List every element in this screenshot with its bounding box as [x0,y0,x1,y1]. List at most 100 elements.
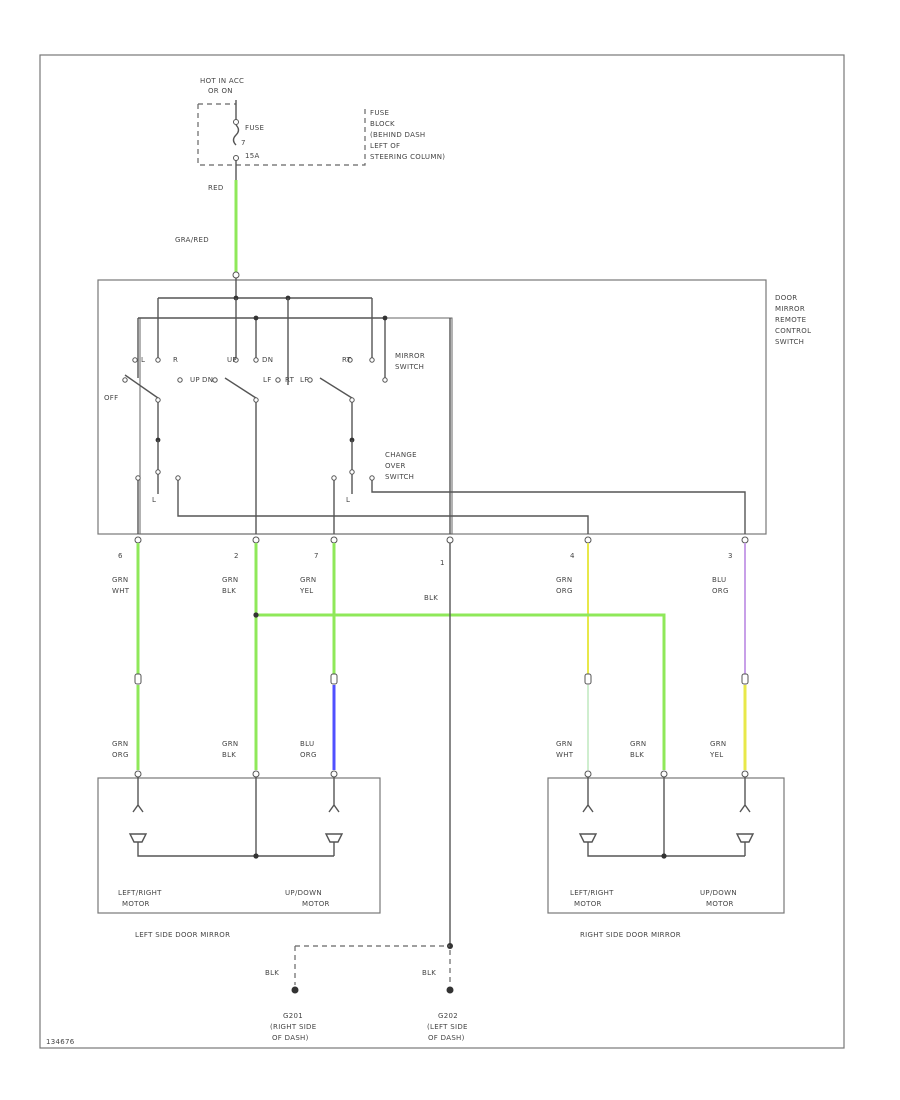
pos-lf-2: LF [300,376,309,384]
wire-4-color-1: GRN [556,576,572,584]
fuse-block-line-1: FUSE [370,109,389,117]
ground-g202-icon [446,986,454,994]
wire-1-blk: BLK [424,594,438,602]
left-right-motor-icon [128,833,334,857]
pos-rt-2: RT [342,356,352,364]
left-lr-motor-1: LEFT/RIGHT [118,889,162,897]
mirror-switch-label-1: MIRROR [395,352,425,360]
wire-7-color-2: YEL [299,587,314,595]
wire-6-color-2: WHT [112,587,130,595]
right-wire-3-color-2: YEL [709,751,724,759]
wire-3-color-1: BLU [712,576,726,584]
left-wire-3-color-2: ORG [300,751,317,759]
remote-switch-label-3: REMOTE [775,316,806,324]
right-mirror-box [547,777,785,914]
terminal-3: 3 [728,552,733,560]
remote-control-switch: DOOR MIRROR REMOTE CONTROL SWITCH MIRROR… [97,278,811,535]
left-mirror-label: LEFT SIDE DOOR MIRROR [135,931,230,939]
switch-feed-terminal [232,271,240,279]
right-wire-1-color-2: WHT [556,751,574,759]
left-side-door-mirror: GRN ORG GRN BLK BLU ORG LEFT/RIGHT MOTOR… [97,740,381,939]
g202-name-1: G202 [438,1012,458,1020]
fuse-block-line-5: STEERING COLUMN) [370,153,445,161]
diagram-frame [39,54,845,1049]
remote-switch-label-1: DOOR [775,294,797,302]
hot-label-1: HOT IN ACC [200,77,244,85]
mirror-switch-inner-box [139,317,453,535]
right-wire-1-color-1: GRN [556,740,572,748]
change-over-label-3: SWITCH [385,473,414,481]
pos-r: R [173,356,178,364]
change-over-label-2: OVER [385,462,406,470]
change-over-label-1: CHANGE [385,451,417,459]
hot-label-2: OR ON [208,87,233,95]
fuse-terminal-top [233,119,239,125]
ground-g201-icon [291,986,299,994]
remote-switch-label-2: MIRROR [775,305,805,313]
right-lr-motor-1: LEFT/RIGHT [570,889,614,897]
left-ud-motor-1: UP/DOWN [285,889,322,897]
wire-2-color-2: BLK [222,587,236,595]
terminal-4: 4 [570,552,575,560]
g202-name-2: (LEFT SIDE [427,1023,468,1031]
power-source: HOT IN ACC OR ON FUSE 7 15A FUSE BLOCK (… [175,77,445,244]
g202-name-3: OF DASH) [428,1034,465,1042]
pos-lf-1: LF [263,376,272,384]
wire-4-color-2: ORG [556,587,573,595]
left-wire-2-color-2: BLK [222,751,236,759]
fuse-terminal-bottom [233,155,239,161]
pos-l: L [141,356,145,364]
g201-name-1: G201 [283,1012,303,1020]
right-ud-motor-1: UP/DOWN [700,889,737,897]
left-wire-1-color-2: ORG [112,751,129,759]
diagram-code: 134676 [46,1038,75,1046]
pos-up-1: UP [190,376,200,384]
right-ud-motor-2: MOTOR [706,900,734,908]
pos-l-co-2: L [346,496,350,504]
right-wire-3-color-1: GRN [710,740,726,748]
fuse-block-line-3: (BEHIND DASH [370,131,426,139]
left-lr-motor-2: MOTOR [122,900,150,908]
switch-terminals: 6 2 7 1 4 3 GRN WHT GRN BLK GRN YEL GRN … [112,536,749,602]
remote-switch-label-5: SWITCH [775,338,804,346]
grounds: BLK BLK G201 (RIGHT SIDE OF DASH) G202 (… [265,943,468,1042]
g201-wire: BLK [265,969,279,977]
gray-red-wire-label: GRA/RED [175,236,209,244]
up-down-motor-icon [324,833,344,856]
left-mirror-box [97,777,381,914]
inline-connectors [134,673,749,685]
g201-name-3: OF DASH) [272,1034,309,1042]
terminal-1: 1 [440,559,445,567]
left-wire-2-color-1: GRN [222,740,238,748]
right-lr-motor-icon [578,833,745,857]
pos-dn-1: DN [202,376,213,384]
wire-3-color-2: ORG [712,587,729,595]
pos-off: OFF [104,394,118,402]
fuse-block-line-2: BLOCK [370,120,395,128]
mirror-switch-label-2: SWITCH [395,363,424,371]
right-side-door-mirror: GRN WHT GRN BLK GRN YEL LEFT/RIGHT MOTOR… [547,740,785,939]
pos-up-2: UP [227,356,237,364]
wire-6-color-1: GRN [112,576,128,584]
g202-wire: BLK [422,969,436,977]
terminal-6: 6 [118,552,123,560]
fuse-label: FUSE [245,124,264,132]
terminal-2: 2 [234,552,239,560]
red-wire-label: RED [208,184,224,192]
left-wire-3-color-1: BLU [300,740,314,748]
terminal-7: 7 [314,552,319,560]
remote-switch-label-4: CONTROL [775,327,811,335]
pos-rt-1: RT [285,376,295,384]
right-ud-motor-icon [735,833,755,856]
left-ud-motor-2: MOTOR [302,900,330,908]
right-wire-2-color-1: GRN [630,740,646,748]
left-wire-1-color-1: GRN [112,740,128,748]
g201-name-2: (RIGHT SIDE [270,1023,316,1031]
right-wire-2-color-2: BLK [630,751,644,759]
right-lr-motor-2: MOTOR [574,900,602,908]
wire-7-color-1: GRN [300,576,316,584]
wire-2-color-1: GRN [222,576,238,584]
right-mirror-label: RIGHT SIDE DOOR MIRROR [580,931,681,939]
fuse-amps: 15A [245,152,260,160]
